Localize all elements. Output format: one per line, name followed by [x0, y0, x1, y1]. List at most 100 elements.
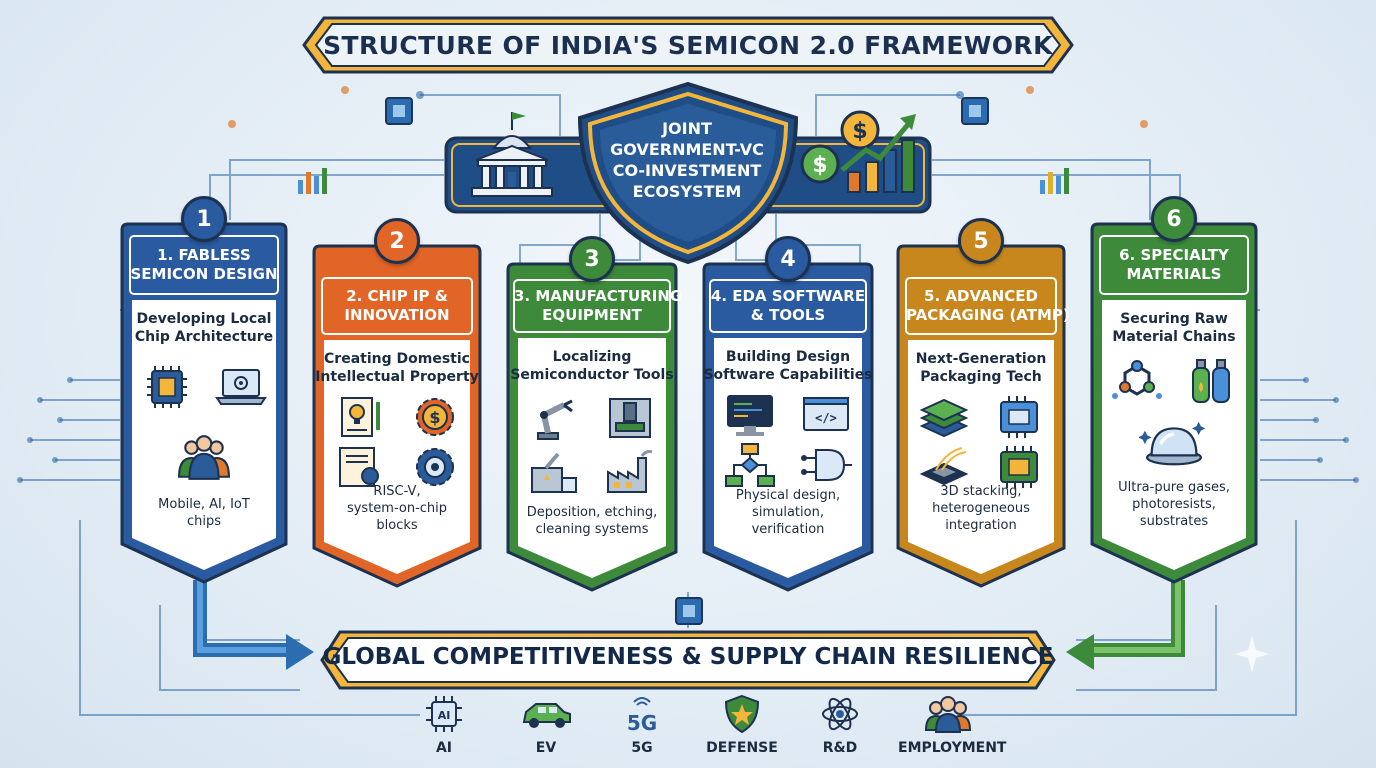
pillar-description-line: Mobile, AI, IoT: [158, 497, 250, 512]
pillar-icon-grid: [906, 392, 1056, 488]
pillar-subtitle-line: Securing Raw: [1120, 311, 1228, 327]
pillar-title-line: 6. SPECIALTY: [1119, 246, 1229, 264]
pillar-subtitle-line: Software Capabilities: [703, 367, 873, 383]
pillar-description-line: Physical design,: [735, 488, 841, 503]
outcome-bar-frame: [320, 630, 1056, 690]
atom-icon: [822, 697, 858, 731]
page-title: STRUCTURE OF INDIA'S SEMICON 2.0 FRAMEWO…: [323, 30, 1053, 60]
pillar-description-line: blocks: [376, 518, 418, 533]
stacked-chips-icon: [906, 392, 981, 442]
pillar-description: Mobile, AI, IoT chips: [120, 496, 288, 530]
svg-text:$: $: [429, 408, 440, 427]
pillar-description: Physical design, simulation, verification: [702, 487, 874, 538]
outcome-label: EMPLOYMENT: [898, 740, 1007, 756]
laptop-icon: [204, 362, 278, 412]
ai-chip-icon: AI: [426, 696, 462, 732]
gear-icon: [397, 442, 472, 492]
svg-text:</>: </>: [815, 411, 837, 425]
outcome-item-5g: 5G 5G: [592, 694, 692, 756]
svg-text:AI: AI: [438, 709, 451, 722]
people-icon: [924, 696, 972, 733]
pillar-title-line: MATERIALS: [1126, 265, 1222, 283]
pillar-description-line: heterogeneous: [932, 501, 1030, 516]
pillar-frame: [702, 262, 874, 592]
pillar-title-line: PACKAGING (ATMP): [906, 306, 1070, 324]
pillar-title-line: 4. EDA SOFTWARE: [710, 287, 866, 305]
left-arrow-icon: [193, 580, 314, 670]
pillar-icon-grid: [516, 390, 668, 500]
shield-star-icon: [724, 694, 760, 734]
pillar-title-line: 3. MANUFACTURING: [514, 287, 683, 305]
pillar-icon-grid: [130, 352, 278, 492]
pillar-number-badge: 6: [1151, 196, 1197, 242]
government-building-icon: [471, 112, 553, 197]
svg-text:$: $: [812, 153, 827, 178]
hub-line: ECOSYSTEM: [632, 182, 742, 201]
pillar-description-line: cleaning systems: [535, 522, 649, 537]
outcome-item-ev: EV: [496, 694, 596, 756]
outcome-bar: GLOBAL COMPETITIVENESS & SUPPLY CHAIN RE…: [322, 644, 1054, 670]
chip-package-icon: [981, 392, 1056, 442]
cleanroom-tool-icon: [516, 448, 592, 498]
svg-text:$: $: [852, 119, 867, 144]
wire-bond-icon: [906, 442, 981, 492]
pillar-icon-grid: </>: [712, 390, 864, 487]
pillar-description-line: verification: [751, 522, 825, 537]
team-icon: [130, 431, 278, 483]
outcome-item-defense: DEFENSE: [692, 694, 792, 756]
monitor-code-icon: [712, 390, 788, 440]
outcome-item-rnd: R&D: [790, 694, 890, 756]
robot-arm-icon: [516, 393, 592, 443]
pillar-subtitle-line: Localizing: [552, 349, 632, 365]
pillar-description-line: system-on-chip: [346, 501, 448, 516]
pillar-icon-grid: $: [322, 392, 472, 487]
pillar-number-badge: 3: [569, 236, 615, 282]
shield-icon: [577, 81, 799, 265]
sparkle-icon: [1234, 636, 1270, 672]
pillar-description-line: chips: [186, 514, 222, 529]
processor-icon: [981, 442, 1056, 492]
idea-scroll-icon: [322, 392, 397, 442]
dollar-gear-icon: $: [397, 392, 472, 442]
mini-chip-icon: [961, 97, 989, 125]
pillar-subtitle-line: Developing Local: [136, 311, 272, 327]
pillar-title: 2. CHIP IP &INNOVATION: [322, 287, 472, 325]
pillar-frame: [120, 222, 288, 584]
pillar-subtitle-line: Semiconductor Tools: [510, 367, 674, 383]
title-banner: STRUCTURE OF INDIA'S SEMICON 2.0 FRAMEWO…: [286, 14, 1090, 76]
wafer-dome-icon: [1100, 415, 1248, 471]
outcome-label: 5G: [631, 740, 653, 756]
pillar-subtitle-line: Packaging Tech: [920, 369, 1042, 385]
factory-icon: [592, 448, 668, 498]
pillar-title: 4. EDA SOFTWARE& TOOLS: [710, 287, 866, 325]
pillar-description: Ultra-pure gases,photoresists,substrates: [1090, 479, 1258, 530]
pillar-title-line: 1. FABLESS: [157, 246, 251, 264]
pillar-subtitle-line: Chip Architecture: [134, 329, 274, 345]
car-icon: [522, 703, 571, 728]
pillar-subtitle-line: Intellectual Property: [315, 369, 479, 385]
pillar-subtitle-line: Building Design: [725, 349, 851, 365]
svg-text:5G: 5G: [627, 711, 657, 734]
title-banner-frame: [302, 16, 1074, 74]
pillar-title-line: 5. ADVANCED: [924, 287, 1038, 305]
pillar-number-badge: 2: [374, 218, 420, 264]
certificate-icon: [322, 442, 397, 492]
mini-chip-icon: [675, 597, 703, 625]
pillar-title-line: INNOVATION: [344, 306, 450, 324]
pillar-description-line: simulation,: [752, 505, 824, 520]
right-arrow-icon: [1066, 580, 1185, 670]
pillar-subtitle-line: Material Chains: [1112, 329, 1236, 345]
